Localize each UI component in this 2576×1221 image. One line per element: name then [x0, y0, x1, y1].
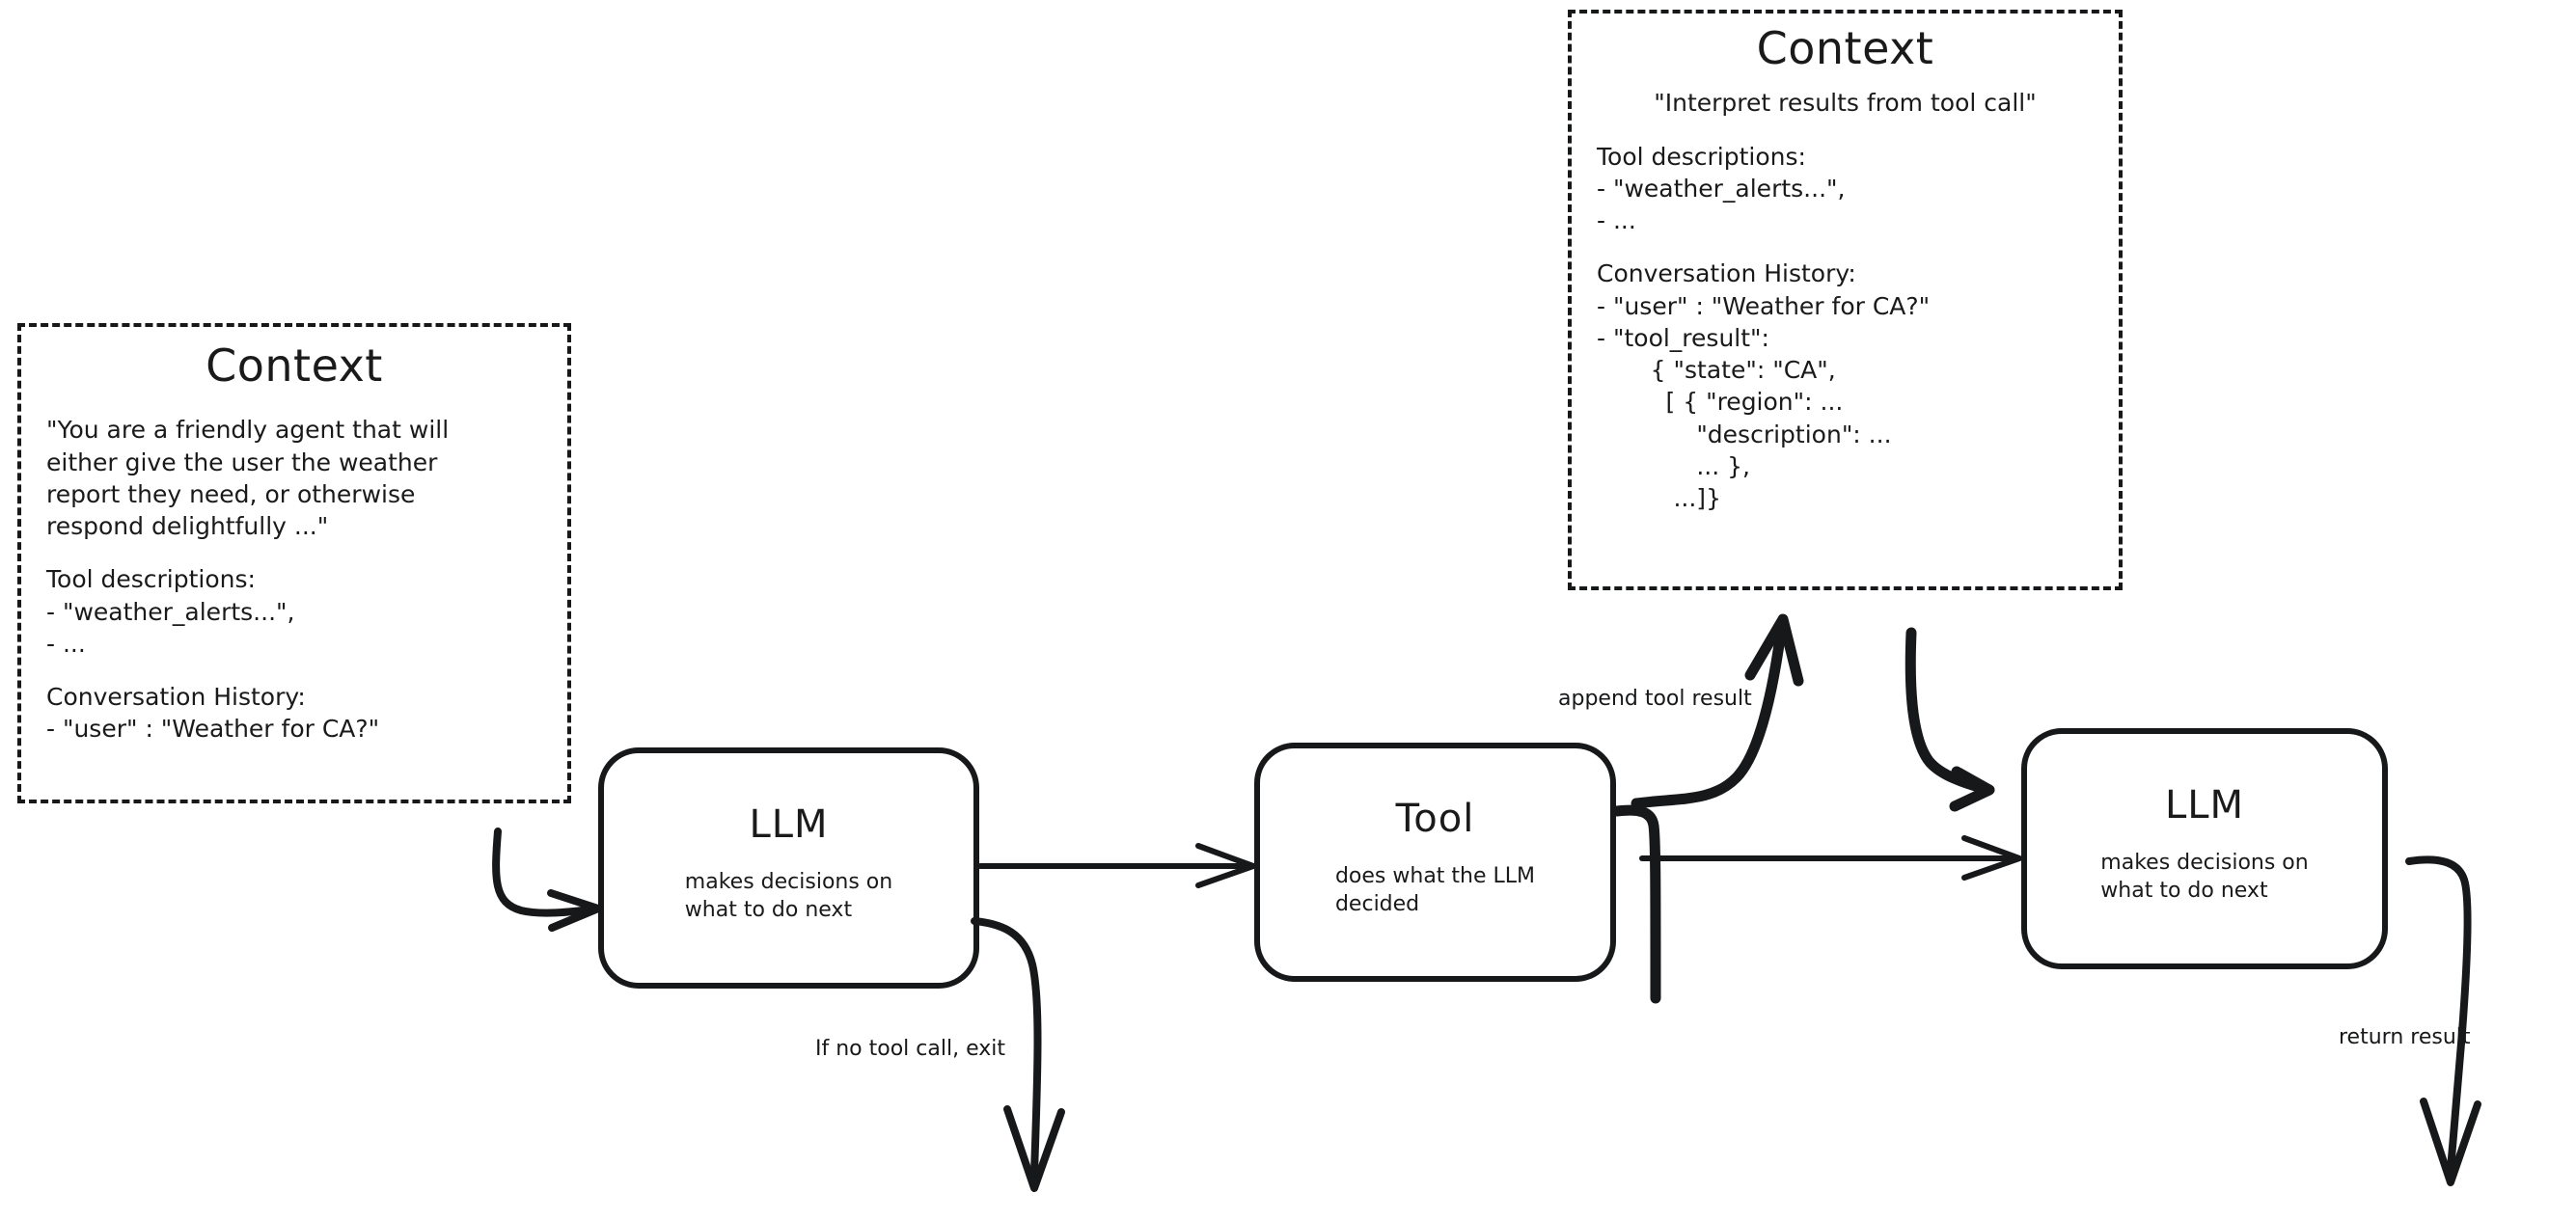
context-left-tool-descriptions-heading: Tool descriptions: — [46, 565, 256, 594]
node-llm-1-subtitle: makes decisions on what to do next — [684, 870, 893, 922]
spacer — [46, 542, 542, 563]
arrow-llm1-to-tool — [977, 843, 1256, 888]
arrow-tool-to-llm2 — [1639, 835, 2022, 881]
edge-label-append-tool-result: append tool result — [1558, 687, 1752, 711]
node-llm-2[interactable]: LLM makes decisions on what to do next — [2021, 728, 2388, 969]
context-left-tool-descriptions-items: - "weather_alerts...", - ... — [46, 597, 295, 658]
context-right-conversation-items: - "user" : "Weather for CA?" — [1597, 291, 1931, 320]
spacer — [46, 660, 542, 681]
context-box-right: Context "Interpret results from tool cal… — [1568, 10, 2123, 590]
context-right-tool-descriptions-heading: Tool descriptions: — [1597, 142, 1806, 171]
spacer — [1597, 120, 2094, 141]
edge-label-if-no-tool-call: If no tool call, exit — [815, 1037, 1005, 1061]
arrow-context-left-to-llm1 — [492, 828, 603, 932]
context-left-conversation-heading: Conversation History: — [46, 683, 306, 712]
context-box-left: Context "You are a friendly agent that w… — [17, 323, 571, 803]
arrow-tool-to-context-right — [1611, 613, 1804, 1004]
arrow-llm2-return-result — [2405, 855, 2481, 1186]
node-llm-1-title: LLM — [749, 802, 829, 848]
context-left-title: Context — [206, 339, 383, 392]
context-left-system-prompt: "You are a friendly agent that will eith… — [46, 416, 450, 541]
edge-label-return-result: return result — [2339, 1025, 2471, 1049]
node-tool-subtitle: does what the LLM decided — [1334, 864, 1536, 916]
arrow-context-right-to-llm2 — [1905, 627, 1995, 812]
context-right-tool-descriptions-items: - "weather_alerts...", - ... — [1597, 174, 1846, 235]
context-right-system-prompt: "Interpret results from tool call" — [1654, 89, 2037, 118]
spacer — [1597, 236, 2094, 258]
node-llm-1[interactable]: LLM makes decisions on what to do next — [598, 747, 979, 989]
context-right-tool-result-block: - "tool_result": { "state": "CA", [ { "r… — [1597, 323, 1892, 513]
context-right-title: Context — [1756, 22, 1934, 74]
node-tool[interactable]: Tool does what the LLM decided — [1254, 743, 1616, 982]
context-right-conversation-heading: Conversation History: — [1597, 259, 1856, 288]
node-llm-2-subtitle: makes decisions on what to do next — [2100, 851, 2309, 903]
context-left-conversation-items: - "user" : "Weather for CA?" — [46, 715, 380, 744]
node-llm-2-title: LLM — [2164, 783, 2245, 828]
node-tool-title: Tool — [1395, 797, 1475, 842]
